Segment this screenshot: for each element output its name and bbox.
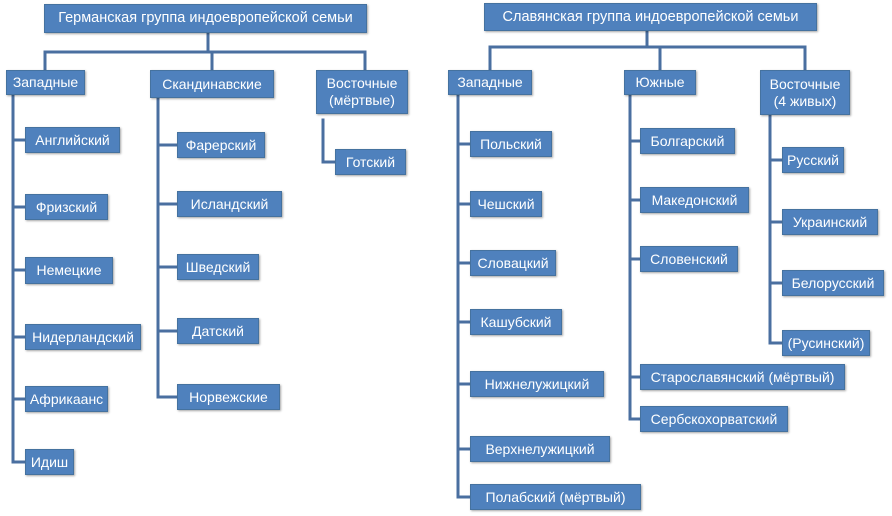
slavic-western-header: Западные: [448, 70, 532, 95]
slavic-eastern-header: Восточные (4 живых): [760, 70, 850, 115]
germanic-language-swedish: Шведский: [177, 254, 259, 280]
germanic-language-english: Английский: [25, 127, 120, 153]
germanic-language-norwegian: Норвежские: [177, 384, 280, 410]
germanic-language-faroese: Фарерский: [177, 132, 265, 158]
germanic-language-yiddish: Идиш: [25, 449, 74, 475]
germanic-western-header: Западные: [6, 70, 85, 95]
slavic-southern-header: Южные: [624, 70, 696, 95]
germanic-language-gothic: Готский: [335, 149, 406, 175]
slavic-language-russian: Русский: [782, 147, 844, 173]
germanic-language-afrikaans: Африкаанс: [25, 386, 108, 412]
slavic-language-belarusian: Белорусский: [782, 270, 884, 296]
germanic-language-danish: Датский: [177, 318, 259, 344]
slavic-language-slovene: Словенский: [640, 246, 738, 272]
slavic-language-polish: Польский: [470, 131, 552, 157]
germanic-group-title: Германская группа индоевропейской семьи: [44, 4, 367, 33]
slavic-language-slovak: Словацкий: [470, 250, 556, 276]
slavic-language-czech: Чешский: [470, 191, 542, 217]
germanic-language-icelandic: Исландский: [177, 191, 282, 217]
slavic-language-polabian: Полабский (мёртвый): [470, 484, 641, 510]
germanic-scandinavian-header: Скандинавские: [150, 70, 274, 98]
slavic-language-macedonian: Македонский: [640, 187, 749, 213]
slavic-language-serbo-croatian: Сербскохорватский: [640, 406, 788, 432]
germanic-language-frisian: Фризский: [25, 194, 108, 220]
slavic-language-ukrainian: Украинский: [782, 209, 878, 235]
slavic-language-old-church-slavonic: Старославянский (мёртвый): [640, 364, 845, 390]
slavic-language-kashubian: Кашубский: [470, 309, 562, 335]
slavic-group-title: Славянская группа индоевропейской семьи: [484, 3, 817, 31]
slavic-language-upper-sorbian: Верхнелужицкий: [470, 436, 610, 462]
germanic-language-dutch: Нидерландский: [25, 324, 141, 350]
germanic-language-german: Немецкие: [25, 257, 113, 284]
germanic-eastern-header: Восточные (мёртвые): [316, 70, 408, 114]
slavic-language-lower-sorbian: Нижнелужицкий: [470, 371, 604, 397]
slavic-language-bulgarian: Болгарский: [640, 128, 735, 154]
slavic-language-rusyn: (Русинский): [782, 330, 870, 356]
